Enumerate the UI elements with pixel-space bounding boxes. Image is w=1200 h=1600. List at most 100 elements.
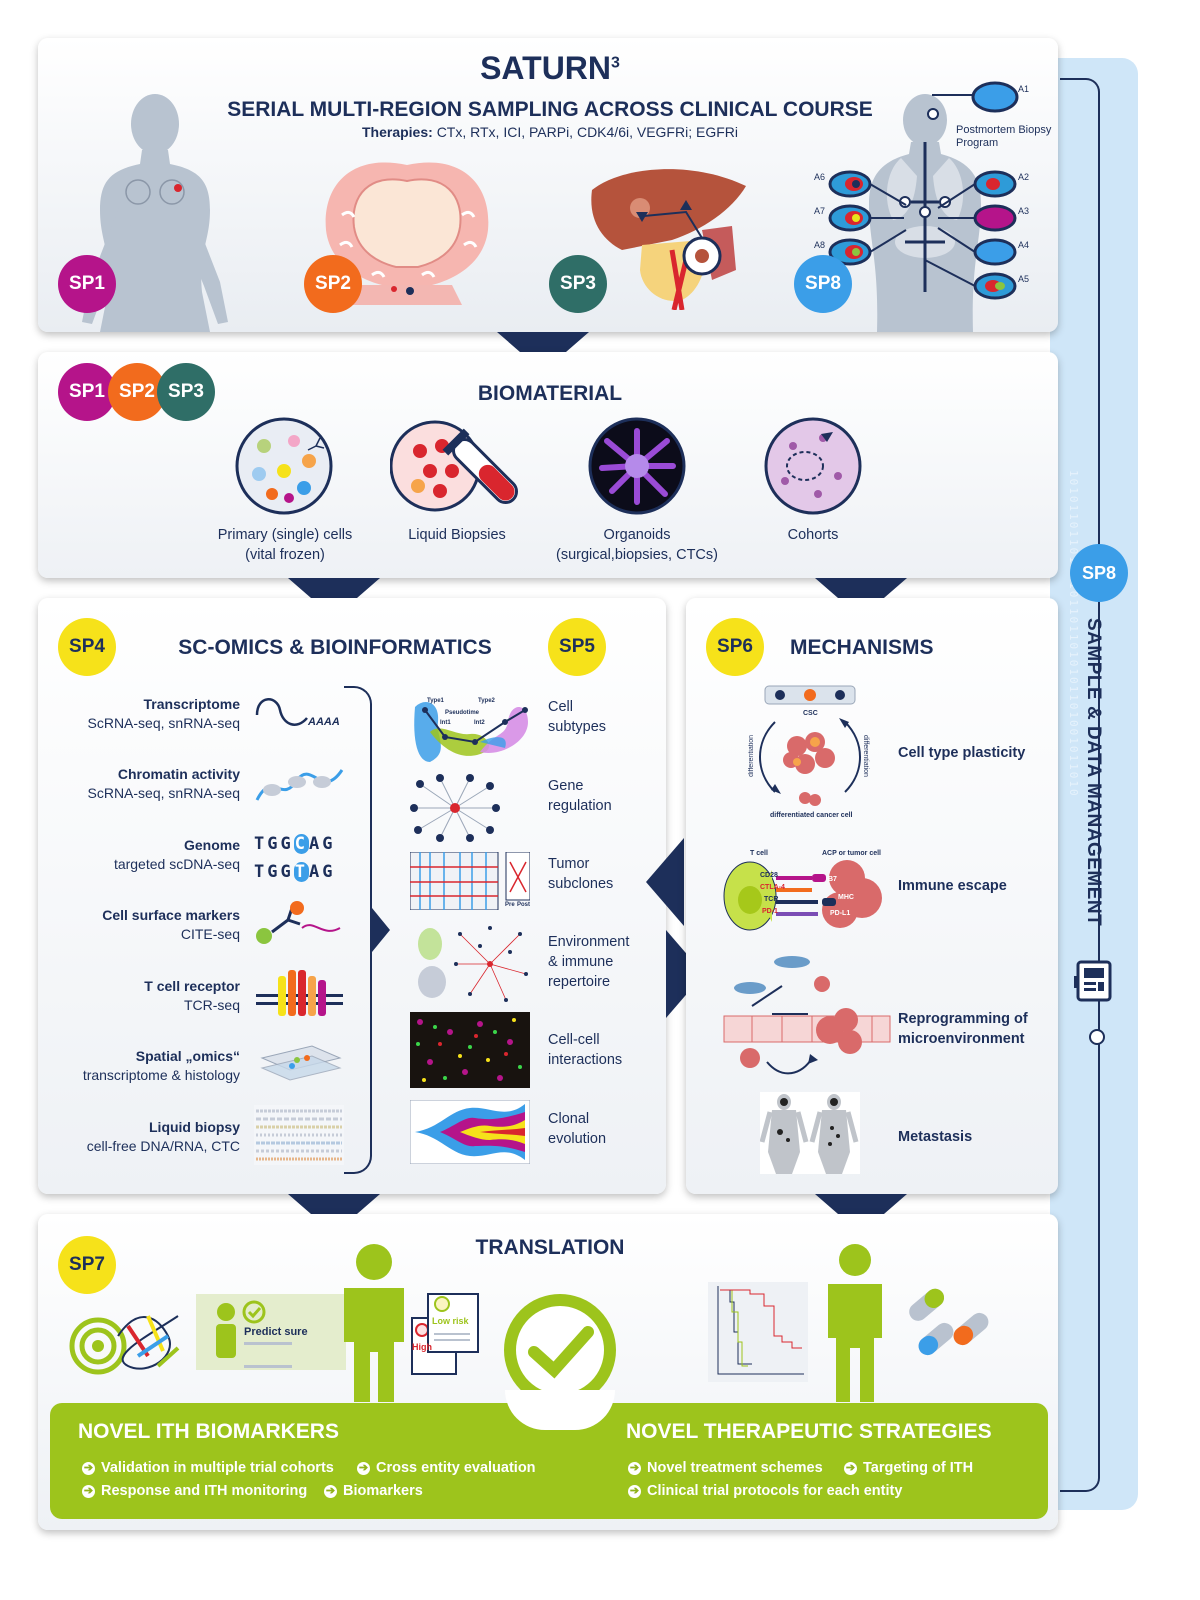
plasticity-csc-label: CSC — [803, 710, 818, 717]
immune-ctla4-label: CTLA-4 — [760, 884, 785, 891]
sidebar-connector-node — [1089, 1029, 1105, 1045]
subclone-label-post: Post — [517, 902, 531, 908]
outcomes-bar-notch — [505, 1390, 615, 1430]
omics-methods: Transcriptome ScRNA-seq, snRNA-seq Chrom… — [40, 690, 240, 1170]
sidebar-title: SAMPLE & DATA MANAGEMENT — [1083, 618, 1104, 927]
bracket-arrow — [372, 908, 390, 952]
transcript-icon — [255, 698, 308, 726]
bio-label-primary: Primary (single) cells(vital frozen) — [217, 527, 353, 563]
biomarkers-title: NOVEL ITH BIOMARKERS — [78, 1420, 339, 1443]
poly-a-tail: AAAA — [308, 716, 340, 728]
sp8-sidebar-badge: SP8 — [1070, 544, 1128, 602]
method-sub: CITE-seq — [180, 926, 240, 942]
sp4-badge: SP4 — [58, 618, 116, 676]
site-label-a5: A5 — [1018, 274, 1030, 284]
organoids-icon — [588, 417, 686, 515]
therapeutics-title: NOVEL THERAPEUTIC STRATEGIES — [626, 1420, 992, 1443]
mechanism-label: Cell type plasticity — [898, 745, 1026, 761]
sp5-badge: SP5 — [548, 618, 606, 676]
bladder-icon — [325, 162, 489, 305]
method-title: Transcriptome — [143, 696, 240, 712]
low-risk-label: Low risk — [432, 1316, 469, 1326]
method-sub: ScRNA-seq, snRNA-seq — [87, 785, 241, 801]
immune-tcell-label: T cell — [750, 850, 768, 857]
site-label-a7: A7 — [814, 206, 826, 216]
site-label-a1: A1 — [1018, 84, 1030, 94]
sp3-header-badge: SP3 — [549, 255, 607, 313]
therapeutic-bullet: ➔Clinical trial protocols for each entit… — [628, 1483, 903, 1499]
biomarker-bullet: ➔Response and ITH monitoring — [82, 1483, 308, 1499]
trajectory-plot-icon — [414, 702, 528, 762]
trajectory-label-pseudotime: Pseudotime — [445, 710, 480, 716]
sp6-badge: SP6 — [706, 618, 764, 676]
risk-report-icon — [411, 1293, 479, 1375]
method-title: Chromatin activity — [117, 766, 240, 782]
predict-label: Predict sure — [244, 1326, 308, 1338]
header-subtitle: SERIAL MULTI-REGION SAMPLING ACROSS CLIN… — [227, 98, 873, 121]
gene-network-icon — [410, 774, 500, 842]
predict-lines — [244, 1342, 292, 1368]
data-flow-line — [1060, 78, 1100, 1492]
plasticity-right-label: differentiation — [862, 735, 869, 777]
pills-icon — [909, 1288, 989, 1356]
big-check-icon — [504, 1294, 616, 1406]
therapies-line: Therapies: CTx, RTx, ICI, PARPi, CDK4/6i… — [361, 124, 738, 140]
cohorts-icon — [764, 417, 862, 515]
tcr-icon — [256, 970, 343, 1016]
immune-pd1-label: PD-1 — [762, 908, 778, 915]
cell-interaction-image — [410, 1012, 530, 1088]
high-risk-label: High — [412, 1342, 432, 1352]
immune-cd28-label: CD28 — [760, 872, 778, 879]
survival-curve-icon — [708, 1282, 808, 1382]
primary-cells-icon — [235, 417, 333, 515]
bio-label-cohorts: Cohorts — [787, 527, 839, 543]
immune-apc-label: ACP or tumor cell — [822, 850, 881, 857]
sp1-bio-badge: SP1 — [58, 363, 116, 421]
biomarker-bullet: ➔Biomarkers — [324, 1483, 423, 1499]
chromatin-icon — [255, 769, 344, 801]
sample-data-band — [1050, 58, 1138, 1510]
biomarker-bullet: ➔Validation in multiple trial cohorts — [82, 1460, 334, 1476]
method-title: Cell surface markers — [102, 907, 240, 923]
method-title: T cell receptor — [144, 978, 240, 994]
pet-scan-image — [760, 1092, 860, 1174]
immune-escape-icon — [723, 860, 882, 931]
site-label-a3: A3 — [1018, 206, 1030, 216]
method-title: Liquid biopsy — [149, 1119, 240, 1135]
translation-title: TRANSLATION — [475, 1236, 625, 1259]
method-sub: targeted scDNA-seq — [113, 856, 240, 872]
flow-arrow — [646, 838, 684, 926]
microenvironment-icon — [723, 956, 891, 1075]
omics-title: SC-OMICS & BIOINFORMATICS — [178, 636, 492, 659]
therapeutic-bullet: ➔Targeting of ITH — [844, 1460, 974, 1476]
subclone-heatmap-icon — [410, 852, 530, 910]
methods-bracket — [344, 686, 372, 1174]
sp1-header-badge: SP1 — [58, 255, 116, 313]
surface-marker-icon — [256, 901, 341, 944]
liquid-biopsy-seq-icon — [254, 1105, 344, 1165]
liver-icon — [591, 169, 746, 310]
method-title: Genome — [183, 837, 240, 853]
immune-repertoire-icon — [418, 926, 528, 1002]
site-label-a4: A4 — [1018, 240, 1030, 250]
postmortem-label: Postmortem Biopsy Program — [956, 124, 1052, 149]
trajectory-label-int2: Int2 — [474, 720, 485, 726]
method-sub: transcriptome & histology — [82, 1067, 240, 1083]
trajectory-label-int1: Int1 — [440, 720, 451, 726]
person-check-icon — [216, 1300, 266, 1358]
sp7-badge: SP7 — [58, 1236, 116, 1294]
biopsy-site-ovals — [828, 81, 1019, 300]
patient-figure-large — [344, 1244, 404, 1402]
clonal-evolution-icon — [410, 1100, 530, 1164]
mechanism-label: Metastasis — [898, 1129, 973, 1145]
patient-figure-right — [828, 1244, 882, 1402]
mechanism-label: Immune escape — [898, 878, 1007, 894]
bio-label-liquid: Liquid Biopsies — [408, 527, 506, 543]
site-label-a8: A8 — [814, 240, 826, 250]
page-title: SATURN3 — [480, 50, 620, 86]
biomarker-bullet: ➔Cross entity evaluation — [357, 1460, 536, 1476]
